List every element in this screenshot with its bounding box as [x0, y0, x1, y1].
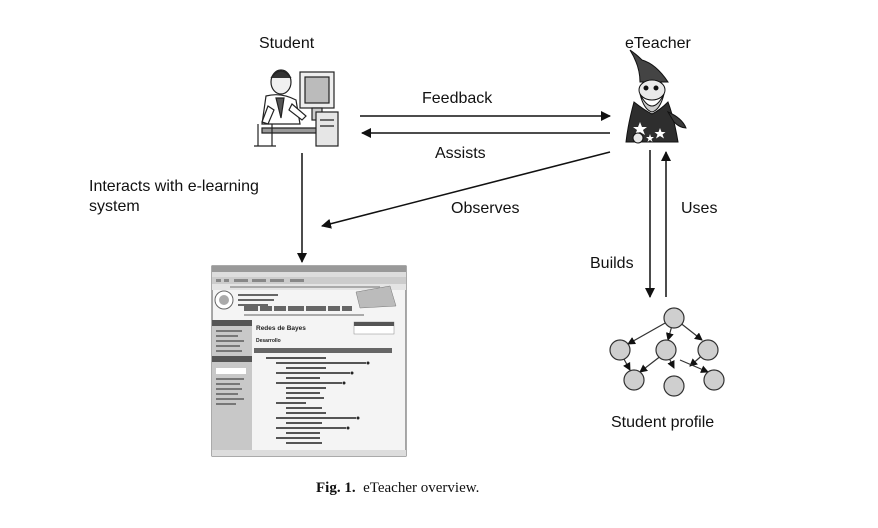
feedback-label: Feedback: [422, 90, 493, 107]
student-profile-label: Student profile: [611, 414, 715, 431]
student-icon: [254, 69, 339, 147]
interacts-label-line1: Interacts with e-learning: [89, 178, 259, 195]
eteacher-wizard-icon: [625, 49, 687, 144]
student-label: Student: [259, 35, 315, 52]
student-profile-network-icon: [609, 307, 725, 397]
screenshot-section: Desarrollo: [256, 338, 281, 344]
caption-label: Fig. 1.: [316, 480, 356, 496]
screenshot-page-title: Redes de Bayes: [256, 325, 306, 332]
assists-label: Assists: [435, 145, 486, 162]
builds-label: Builds: [590, 255, 634, 272]
uses-label: Uses: [681, 200, 718, 217]
observes-arrow: [321, 151, 611, 229]
observes-label: Observes: [451, 200, 520, 217]
figure-caption: Fig. 1. eTeacher overview.: [316, 480, 479, 497]
caption-text: eTeacher overview.: [363, 480, 480, 496]
interacts-label-line2: system: [89, 198, 140, 215]
eteacher-label: eTeacher: [625, 35, 691, 52]
elearning-screenshot: Redes de Bayes Desarrollo: [211, 265, 407, 457]
